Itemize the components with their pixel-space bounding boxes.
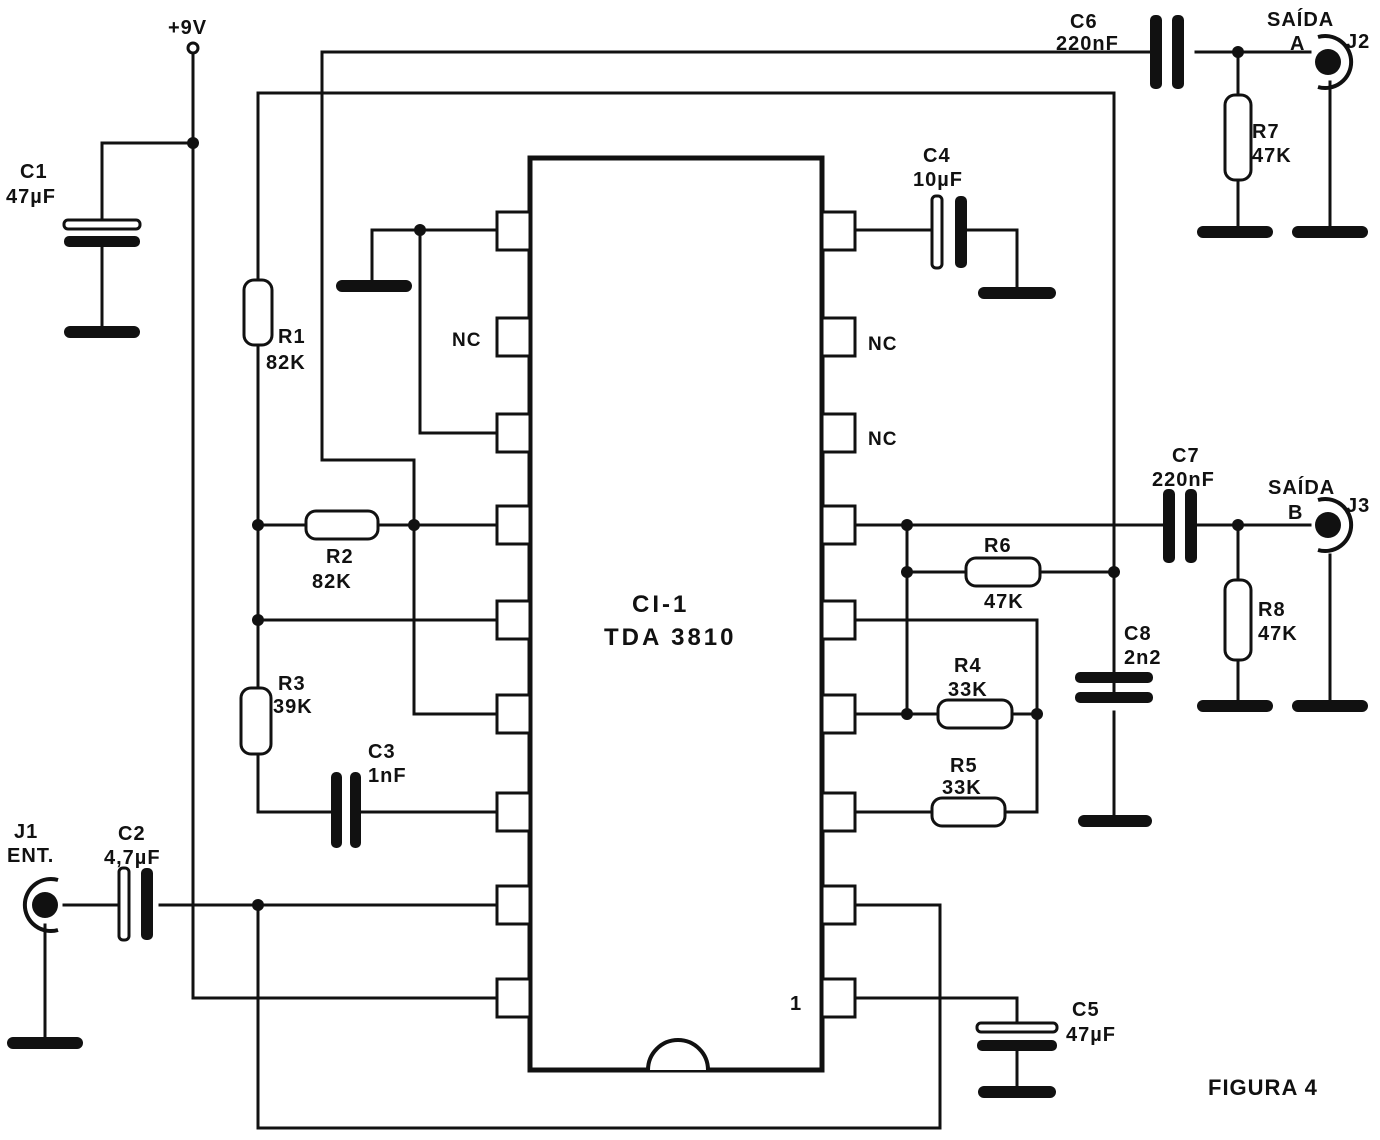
r7-ref: R7 — [1252, 121, 1280, 143]
c2-ref: C2 — [118, 823, 146, 845]
ic-ref: CI-1 — [632, 591, 689, 618]
j2-label-bottom: A — [1290, 33, 1305, 55]
labels: +9V C1 47µF R1 82K R2 82K R3 39K C3 1nF … — [6, 8, 1370, 1100]
c1-value: 47µF — [6, 186, 56, 208]
capacitor-c2 — [117, 866, 153, 942]
jack-j2 — [1315, 34, 1354, 90]
j1-ref: J1 — [14, 821, 38, 843]
r3-ref: R3 — [278, 673, 306, 695]
c7-value: 220nF — [1152, 469, 1215, 491]
r1-ref: R1 — [278, 326, 306, 348]
c5-ref: C5 — [1072, 999, 1100, 1021]
resistor-r4 — [936, 698, 1014, 730]
c2-value: 4,7µF — [104, 847, 161, 869]
r2-value: 82K — [312, 571, 352, 593]
c4-value: 10µF — [913, 169, 963, 191]
r3-value: 39K — [273, 696, 313, 718]
resistor-r8 — [1223, 578, 1253, 662]
c3-value: 1nF — [368, 765, 407, 787]
j2-ref: J2 — [1346, 31, 1370, 53]
capacitor-c5 — [975, 1021, 1059, 1051]
resistors — [239, 93, 1253, 828]
c5-value: 47µF — [1066, 1024, 1116, 1046]
jack-j3 — [1315, 497, 1354, 553]
c1-ref: C1 — [20, 161, 48, 183]
ic-part: TDA 3810 — [604, 624, 737, 651]
ic-pins-left — [495, 210, 532, 1019]
c4-ref: C4 — [923, 145, 951, 167]
resistor-r2 — [304, 509, 380, 541]
supply-terminal — [186, 41, 200, 55]
wires — [43, 50, 1332, 1130]
j3-label-bottom: B — [1288, 502, 1303, 524]
c8-value: 2n2 — [1124, 647, 1161, 669]
figure-caption: FIGURA 4 — [1208, 1075, 1318, 1100]
r1-value: 82K — [266, 352, 306, 374]
r7-value: 47K — [1252, 145, 1292, 167]
j3-label-top: SAÍDA — [1268, 476, 1335, 499]
j3-ref: J3 — [1346, 495, 1370, 517]
r6-value: 47K — [984, 591, 1024, 613]
c3-ref: C3 — [368, 741, 396, 763]
capacitor-c1 — [62, 218, 142, 247]
r5-ref: R5 — [950, 755, 978, 777]
ground-symbols — [7, 226, 1368, 1098]
r8-ref: R8 — [1258, 599, 1286, 621]
j1-label: ENT. — [7, 845, 54, 867]
j2-label-top: SAÍDA — [1267, 8, 1334, 31]
c6-ref: C6 — [1070, 11, 1098, 33]
capacitors — [62, 15, 1197, 1051]
resistor-r3 — [239, 686, 273, 756]
jack-j1 — [22, 877, 59, 933]
r4-ref: R4 — [954, 655, 982, 677]
r2-ref: R2 — [326, 546, 354, 568]
ic-tda3810 — [495, 155, 857, 1073]
capacitor-c6 — [1150, 15, 1184, 89]
resistor-r7 — [1223, 93, 1253, 182]
nc-label-right-1: NC — [868, 334, 897, 355]
resistor-r5 — [930, 796, 1007, 828]
capacitor-c8 — [1075, 672, 1153, 703]
ic-pin1-marker: 1 — [790, 993, 802, 1015]
r8-value: 47K — [1258, 623, 1298, 645]
c7-ref: C7 — [1172, 445, 1200, 467]
nc-label-right-2: NC — [868, 429, 897, 450]
junction-dots — [187, 46, 1244, 911]
c6-value: 220nF — [1056, 33, 1119, 55]
r5-value: 33K — [942, 777, 982, 799]
r6-ref: R6 — [984, 535, 1012, 557]
capacitor-c4 — [930, 194, 967, 270]
resistor-r6 — [964, 556, 1042, 588]
ic-pins-right — [820, 210, 857, 1019]
nc-label-left: NC — [452, 330, 481, 351]
supply-label: +9V — [168, 17, 207, 39]
c8-ref: C8 — [1124, 623, 1152, 645]
resistor-r1 — [242, 278, 274, 347]
capacitor-c7 — [1163, 489, 1197, 563]
r4-value: 33K — [948, 679, 988, 701]
capacitor-c3 — [331, 772, 361, 848]
